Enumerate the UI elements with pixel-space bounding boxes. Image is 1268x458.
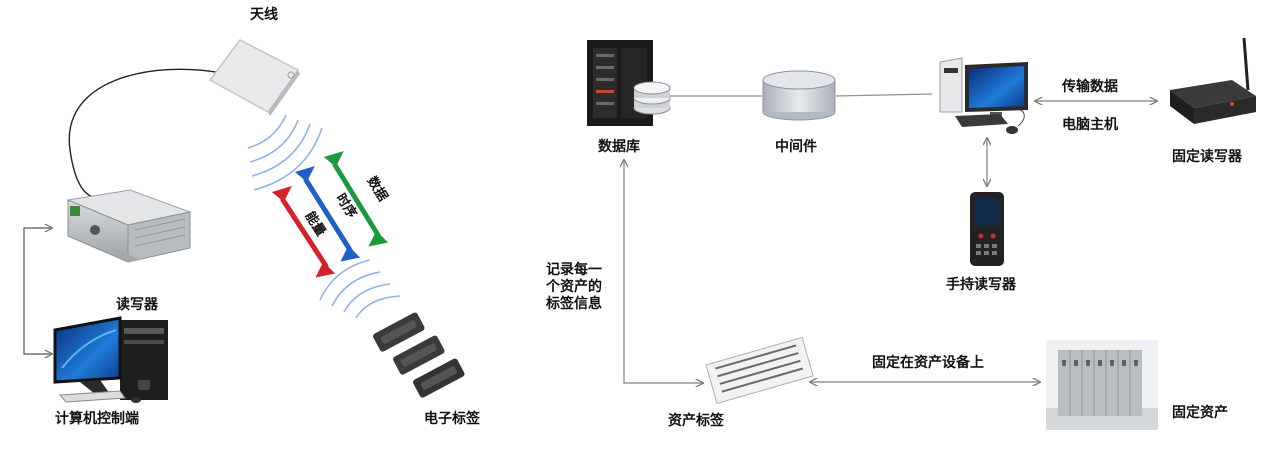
- handheld-reader-label: 手持读写器: [946, 277, 1016, 293]
- timing-arrow: [303, 177, 353, 253]
- asset-tag-label: 资产标签: [668, 413, 724, 429]
- arrow-label-data: 数据: [364, 174, 391, 204]
- signal-arrows: [271, 150, 389, 278]
- host-computer-label: 电脑主机: [1062, 117, 1118, 133]
- middleware-cylinder-icon: [762, 70, 836, 121]
- handheld-reader-icon: [970, 192, 1004, 266]
- transmit-data-label: 传输数据: [1062, 79, 1118, 95]
- reader-label: 读写器: [116, 297, 158, 313]
- tag-database-arrow: [624, 160, 703, 383]
- fixed-asset-cabinet-icon: [1046, 340, 1158, 430]
- middleware-host-line: [835, 93, 933, 97]
- record-note-line-1: 记录每一: [546, 262, 602, 278]
- reader-computer-connector: [23, 228, 52, 354]
- antenna-radio-waves: [247, 114, 323, 191]
- fixed-reader-icon: [1170, 37, 1256, 124]
- tag-radio-waves: [319, 259, 401, 319]
- antenna-cable: [68, 68, 223, 199]
- fix-on-asset-label: 固定在资产设备上: [872, 355, 984, 371]
- record-note: 记录每一 个资产的 标签信息: [546, 262, 626, 313]
- fixed-asset-label: 固定资产: [1172, 405, 1228, 421]
- computer-control-label: 计算机控制端: [55, 411, 139, 427]
- data-arrow: [332, 162, 381, 238]
- electronic-tags-icon: [373, 312, 465, 398]
- electronic-tag-label: 电子标签: [424, 411, 480, 427]
- host-computer-icon: [939, 57, 1028, 134]
- antenna-label: 天线: [250, 7, 278, 23]
- fixed-reader-label: 固定读写器: [1172, 149, 1242, 165]
- energy-arrow: [280, 197, 329, 269]
- middleware-label: 中间件: [775, 139, 817, 155]
- database-label: 数据库: [598, 139, 640, 155]
- computer-icon: [53, 316, 168, 403]
- record-note-line-2: 个资产的: [546, 279, 602, 295]
- database-server-icon: [587, 40, 671, 126]
- asset-tag-strip-icon: [705, 336, 814, 405]
- reader-device-icon: [66, 189, 192, 263]
- record-note-line-3: 标签信息: [546, 296, 602, 312]
- antenna-icon: [208, 39, 300, 116]
